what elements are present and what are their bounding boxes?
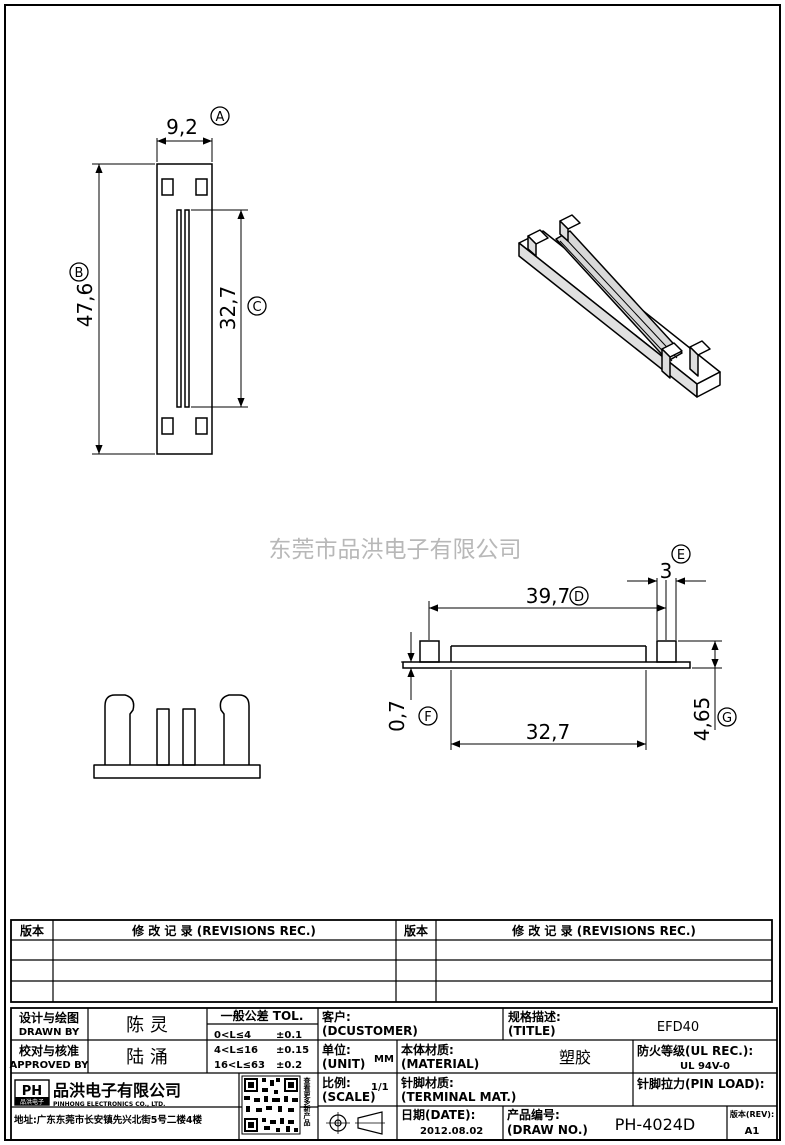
- terminal-label: 针脚材质:: [401, 1075, 454, 1090]
- tag-f: F: [424, 710, 431, 725]
- tol-range-0: 0<L≤4: [214, 1030, 251, 1041]
- dim-width: 9,2: [166, 115, 198, 139]
- dim-base-h: 0,7: [385, 700, 409, 732]
- dim-length: 47,6: [73, 283, 97, 328]
- tag-d: D: [574, 590, 584, 605]
- ul-label: 防火等级(UL REC.):: [637, 1043, 753, 1058]
- check-label-en: APPROVED BY: [10, 1060, 90, 1071]
- tag-c-circle: [247, 296, 267, 316]
- company-en: PINHONG ELECTRONICS CO., LTD.: [53, 1101, 165, 1108]
- tag-d-circle: [569, 586, 589, 606]
- tag-a-circle: [210, 106, 230, 126]
- rev-ver-label-left: 版本: [20, 923, 44, 938]
- iso-view: [518, 214, 721, 398]
- top-view-labels: 9,2 A 47,6 B 32,7 C: [69, 106, 267, 331]
- tag-e-circle: [671, 544, 691, 564]
- rev-value: A1: [745, 1126, 760, 1137]
- check-name: 陆 涌: [126, 1047, 168, 1068]
- tol-val-1: ±0.15: [276, 1045, 309, 1056]
- qr-caption: 查看更多新产品: [303, 1076, 312, 1127]
- unit-label: 单位:: [322, 1042, 351, 1057]
- drawno-label: 产品编号:: [507, 1107, 560, 1122]
- drawno-value: PH-4024D: [615, 1115, 696, 1134]
- drawno-label-en: (DRAW NO.): [507, 1123, 588, 1137]
- side-view: [401, 577, 722, 750]
- date-label: 日期(DATE):: [401, 1107, 475, 1122]
- company-name: 品洪电子有限公司: [53, 1081, 181, 1100]
- rev-rec-label-right: 修 改 记 录 (REVISIONS REC.): [511, 923, 696, 938]
- tol-val-2: ±0.2: [276, 1060, 302, 1071]
- rev-label: 版本(REV):: [729, 1109, 774, 1119]
- tag-f-circle: [418, 706, 438, 726]
- tag-e: E: [677, 548, 685, 563]
- tol-range-2: 16<L≤63: [214, 1060, 265, 1071]
- material-label: 本体材质:: [401, 1042, 454, 1057]
- qr-code: [241, 1075, 301, 1135]
- customer-label-en: (DCUSTOMER): [322, 1024, 418, 1038]
- company-logo: PH 品洪电子: [14, 1079, 50, 1106]
- company-address: 地址:广东东莞市长安镇先兴北街5号二楼4楼: [14, 1114, 203, 1126]
- tag-b: B: [75, 266, 84, 281]
- dim-bottom-len: 32,7: [526, 720, 571, 744]
- scale-label: 比例:: [322, 1075, 351, 1090]
- material-value: 塑胶: [559, 1048, 591, 1067]
- tol-val-0: ±0.1: [276, 1030, 302, 1041]
- check-label: 校对与核准: [19, 1043, 79, 1058]
- rev-rec-label-left: 修 改 记 录 (REVISIONS REC.): [131, 923, 316, 938]
- logo-text: PH: [22, 1084, 42, 1099]
- title-label-en: (TITLE): [508, 1024, 556, 1038]
- design-label-en: DRAWN BY: [19, 1027, 80, 1038]
- pinload-label: 针脚拉力(PIN LOAD):: [637, 1076, 765, 1091]
- tol-label: 一般公差 TOL.: [221, 1008, 304, 1023]
- scale-label-en: (SCALE): [322, 1090, 376, 1104]
- unit-value: MM: [374, 1054, 394, 1065]
- end-view: [93, 694, 261, 779]
- material-label-en: (MATERIAL): [401, 1057, 479, 1071]
- title-label: 规格描述:: [508, 1009, 561, 1024]
- side-view-labels: 39,7 D 3 E 32,7 0,7 F 4,65 G: [385, 544, 737, 744]
- tag-g: G: [722, 711, 732, 726]
- design-name: 陈 灵: [126, 1015, 168, 1036]
- tag-c: C: [252, 300, 261, 315]
- dim-total-h: 4,65: [690, 697, 714, 742]
- logo-sub: 品洪电子: [20, 1098, 44, 1106]
- tag-a: A: [216, 110, 225, 125]
- customer-label: 客户:: [321, 1009, 351, 1024]
- rev-ver-label-right: 版本: [404, 923, 428, 938]
- tag-g-circle: [717, 707, 737, 727]
- ul-value: UL 94V-0: [680, 1061, 730, 1072]
- revision-table: [10, 919, 773, 1003]
- scale-value: 1/1: [371, 1082, 389, 1093]
- unit-label-en: (UNIT): [322, 1057, 365, 1071]
- tag-b-circle: [69, 262, 89, 282]
- projection-symbol: [326, 1111, 385, 1135]
- top-view: [92, 137, 248, 455]
- dim-pin-w: 3: [660, 559, 673, 583]
- dim-slot: 32,7: [216, 286, 240, 331]
- dim-side-len: 39,7: [526, 584, 571, 608]
- design-label: 设计与绘图: [19, 1010, 79, 1025]
- date-value: 2012.08.02: [420, 1126, 483, 1137]
- terminal-label-en: (TERMINAL MAT.): [401, 1090, 516, 1104]
- watermark: 东莞市品洪电子有限公司: [269, 537, 522, 563]
- tol-range-1: 4<L≤16: [214, 1045, 258, 1056]
- title-value: EFD40: [657, 1020, 699, 1035]
